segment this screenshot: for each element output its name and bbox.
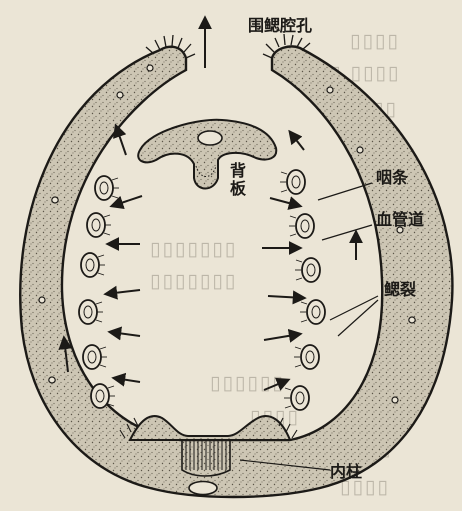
dorsal-lamina-vessel	[198, 131, 222, 145]
label-atriopore: 围鳃腔孔	[248, 18, 312, 34]
label-blood-vessel: 血管道	[376, 212, 424, 228]
gill-bar-inner-right	[292, 176, 320, 404]
endostyle	[130, 416, 290, 440]
label-gill-bar: 咽条	[376, 170, 408, 186]
label-endostyle: 内柱	[330, 464, 362, 480]
gill-bars-right	[287, 170, 325, 410]
label-gill-slit: 鳃裂	[384, 282, 416, 298]
label-dorsal-lamina: 背板	[228, 162, 244, 198]
endostyle-vessel	[189, 482, 217, 495]
dorsal-lamina	[138, 120, 276, 189]
gill-bar-cilia-right	[280, 172, 307, 408]
